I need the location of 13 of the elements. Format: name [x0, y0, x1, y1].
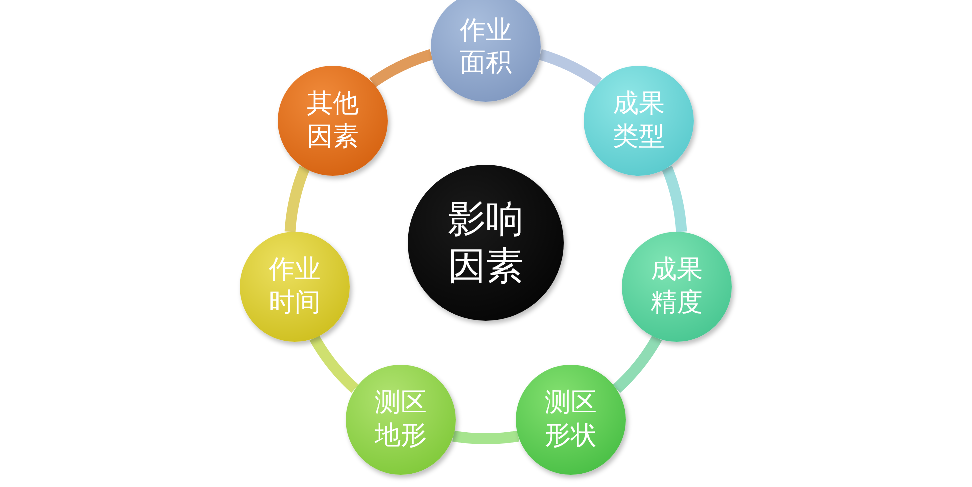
factor-circle [346, 364, 456, 475]
node-label: 作业时间 [268, 254, 322, 320]
ring-arc [310, 334, 360, 394]
node-label: 成果精度 [650, 254, 704, 320]
factor-circle [431, 0, 541, 102]
node-label: 成果类型 [612, 88, 666, 154]
ring-arc [450, 430, 522, 444]
node-label: 测区地形 [374, 387, 428, 452]
node-label: 影响因素 [446, 196, 525, 290]
node-label: 测区形状 [544, 387, 598, 452]
node-label: 其他因素 [306, 88, 360, 154]
ring-arc [612, 334, 662, 394]
node-label: 作业面积 [459, 14, 513, 80]
